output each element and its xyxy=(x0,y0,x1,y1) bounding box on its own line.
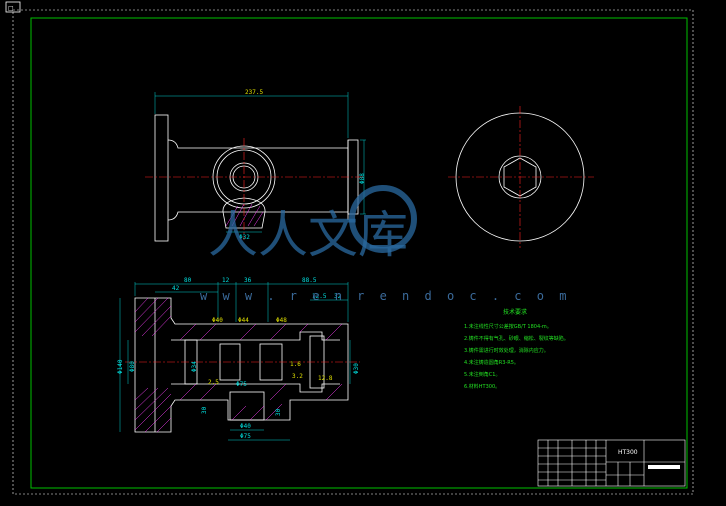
front-view-dimensions xyxy=(154,92,366,233)
right-dim-30: Φ30 xyxy=(353,363,360,374)
bore-label-40: Φ40 xyxy=(212,317,223,324)
tech-note-line: 2.铸件不得有气孔、砂眼、缩松、裂纹等缺陷。 xyxy=(464,335,569,342)
bore-label-48: Φ48 xyxy=(276,317,287,324)
tech-note-line: 5.未注倒角C1。 xyxy=(464,371,500,378)
side-dim-b: 30 xyxy=(275,408,282,416)
watermark-main-text: 人人文库 xyxy=(208,206,408,264)
bore-label-44: Φ44 xyxy=(238,317,249,324)
section-dim-42: 42 xyxy=(172,285,180,292)
side-dim-a: 30 xyxy=(201,406,208,414)
section-dim-36: 36 xyxy=(244,277,252,284)
side-view-centerlines xyxy=(448,106,594,248)
tech-notes-title: 技术要求 xyxy=(503,308,527,316)
outer-border xyxy=(12,9,694,495)
tech-note-line: 4.未注铸造圆角R3-R5。 xyxy=(464,359,519,366)
watermark-logo-icon xyxy=(349,185,417,253)
small-dim-1-6: 1.6 xyxy=(290,361,301,368)
left-dim-80: Φ80 xyxy=(129,361,136,372)
inner-dim-34: Φ34 xyxy=(191,361,198,372)
section-dim-80: 80 xyxy=(184,277,192,284)
drawing-frame xyxy=(30,17,688,489)
watermark: 人人文库 w w w . r e n r e n d o c . c o m xyxy=(200,185,570,303)
section-dim-32: 32 xyxy=(334,293,342,300)
section-dim-12-5: 12.5 xyxy=(312,293,327,300)
section-dim-12: 12 xyxy=(222,277,230,284)
inner-dim-75: Φ75 xyxy=(236,381,247,388)
title-block xyxy=(537,439,686,487)
drawing-tab-label: □ xyxy=(8,5,14,12)
section-dimension-lines xyxy=(119,282,351,441)
overall-length-dim: 237.5 xyxy=(245,89,263,96)
title-block-name-fill xyxy=(648,465,680,469)
section-dim-88-5: 88.5 xyxy=(302,277,317,284)
tech-note-line: 1.未注线性尺寸公差按GB/T 1804-m。 xyxy=(464,323,552,330)
title-block-material: HT300 xyxy=(618,449,638,456)
tech-note-line: 6.材料HT300。 xyxy=(464,383,500,390)
watermark-url-text: w w w . r e n r e n d o c . c o m xyxy=(200,289,570,303)
small-dim-3-2: 3.2 xyxy=(292,373,303,380)
small-dim-12-8: 12.8 xyxy=(318,375,333,382)
small-dim-2-5: 2.5 xyxy=(208,379,219,386)
bottom-dim-75: Φ75 xyxy=(240,433,251,440)
front-view-hatch xyxy=(225,203,264,227)
front-view-centerlines xyxy=(145,138,365,240)
left-dim-140: Φ140 xyxy=(117,359,124,374)
section-view-hatch xyxy=(134,297,343,433)
bottom-dim-40: Φ40 xyxy=(240,423,251,430)
bottom-port-dim: Φ32 xyxy=(239,234,250,241)
height-dim: Φ88 xyxy=(359,173,366,184)
tech-note-line: 3.铸件需进行时效处理，消除内应力。 xyxy=(464,347,549,354)
technical-requirements: 技术要求 1.未注线性尺寸公差按GB/T 1804-m。 2.铸件不得有气孔、砂… xyxy=(464,308,569,390)
